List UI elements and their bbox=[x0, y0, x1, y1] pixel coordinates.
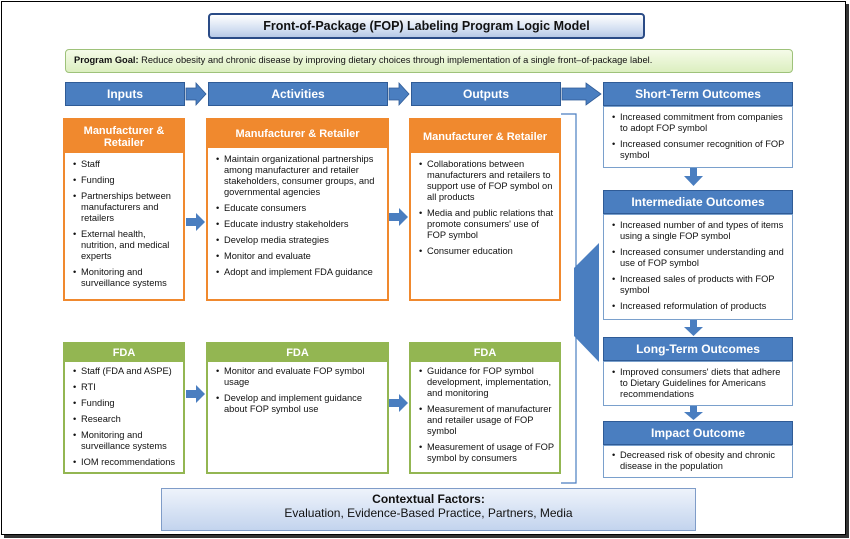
list-item: Monitor and evaluate FOP symbol usage bbox=[216, 366, 383, 388]
outputs-header: Outputs bbox=[411, 82, 561, 106]
list-item: Monitoring and surveillance systems bbox=[73, 267, 179, 289]
fda-inputs-list: Staff (FDA and ASPE) RTI FundingResearchMo… bbox=[65, 362, 183, 468]
list-item: Decreased risk of obesity and chronic di… bbox=[612, 450, 788, 472]
list-item: Increased number of and types of items u… bbox=[612, 220, 788, 242]
list-item: Educate consumers bbox=[216, 203, 383, 214]
list-item: Partnerships between manufacturers and r… bbox=[73, 191, 179, 224]
short-term-outcomes-list: Increased commitment from companies to a… bbox=[604, 107, 792, 161]
mfr-activities-header: Manufacturer & Retailer bbox=[208, 120, 387, 148]
list-item: Increased commitment from companies to a… bbox=[612, 112, 788, 134]
diagram-title: Front-of-Package (FOP) Labeling Program … bbox=[208, 13, 645, 39]
list-item: Staff (FDA and ASPE) bbox=[73, 366, 179, 377]
list-item: Funding bbox=[73, 175, 179, 186]
list-item: Maintain organizational partnerships amo… bbox=[216, 154, 383, 198]
long-term-outcomes-box: Improved consumers' diets that adhere to… bbox=[603, 361, 793, 406]
list-item: Educate industry stakeholders bbox=[216, 219, 383, 230]
list-item: IOM recommendations bbox=[73, 457, 179, 468]
activities-header: Activities bbox=[208, 82, 388, 106]
mfr-outputs-box: Manufacturer & Retailer Collaborations b… bbox=[409, 118, 561, 301]
frame-shadow bbox=[846, 4, 849, 538]
mfr-inputs-list: StaffFundingPartnerships between manufac… bbox=[65, 153, 183, 289]
fda-outputs-box: FDA Guidance for FOP symbol development,… bbox=[409, 342, 561, 474]
contextual-factors-header: Contextual Factors: bbox=[372, 492, 485, 506]
list-item: Increased reformulation of products bbox=[612, 301, 788, 312]
list-item: Monitor and evaluate bbox=[216, 251, 383, 262]
list-item: Improved consumers' diets that adhere to… bbox=[612, 367, 788, 400]
mfr-inputs-header: Manufacturer & Retailer bbox=[65, 120, 183, 153]
frame-shadow bbox=[4, 535, 849, 538]
list-item: Develop and implement guidance about FOP… bbox=[216, 393, 383, 415]
list-item: RTI bbox=[73, 382, 179, 393]
mfr-activities-box: Manufacturer & Retailer Maintain organiz… bbox=[206, 118, 389, 301]
list-item: Increased sales of products with FOP sym… bbox=[612, 274, 788, 296]
mfr-activities-list: Maintain organizational partnerships amo… bbox=[208, 148, 387, 278]
program-goal: Program Goal: Reduce obesity and chronic… bbox=[65, 49, 793, 73]
list-item: Collaborations between manufacturers and… bbox=[419, 159, 555, 203]
list-item: Guidance for FOP symbol development, imp… bbox=[419, 366, 555, 399]
intermediate-outcomes-box: Increased number of and types of items u… bbox=[603, 214, 793, 320]
list-item: External health, nutrition, and medical … bbox=[73, 229, 179, 262]
inputs-header: Inputs bbox=[65, 82, 185, 106]
fda-inputs-box: FDA Staff (FDA and ASPE) RTI FundingResear… bbox=[63, 342, 185, 474]
list-item: Adopt and implement FDA guidance bbox=[216, 267, 383, 278]
list-item: Consumer education bbox=[419, 246, 555, 257]
list-item: Develop media strategies bbox=[216, 235, 383, 246]
long-term-outcomes-list: Improved consumers' diets that adhere to… bbox=[604, 362, 792, 400]
intermediate-outcomes-header: Intermediate Outcomes bbox=[603, 190, 793, 214]
mfr-outputs-header: Manufacturer & Retailer bbox=[411, 120, 559, 153]
fda-inputs-header: FDA bbox=[65, 344, 183, 362]
fda-outputs-header: FDA bbox=[411, 344, 559, 362]
program-goal-label: Program Goal: bbox=[74, 55, 139, 65]
contextual-factors: Contextual Factors: Evaluation, Evidence… bbox=[161, 488, 696, 531]
list-item: Monitoring and surveillance systems bbox=[73, 430, 179, 452]
short-term-outcomes-header: Short-Term Outcomes bbox=[603, 82, 793, 106]
mfr-inputs-box: Manufacturer & Retailer StaffFundingPart… bbox=[63, 118, 185, 301]
impact-outcome-header: Impact Outcome bbox=[603, 421, 793, 445]
program-goal-text: Reduce obesity and chronic disease by im… bbox=[141, 55, 653, 65]
list-item: Research bbox=[73, 414, 179, 425]
impact-outcome-box: Decreased risk of obesity and chronic di… bbox=[603, 445, 793, 478]
short-term-outcomes-box: Increased commitment from companies to a… bbox=[603, 106, 793, 168]
intermediate-outcomes-list: Increased number of and types of items u… bbox=[604, 215, 792, 312]
list-item: Measurement of manufacturer and retailer… bbox=[419, 404, 555, 437]
list-item: Media and public relations that promote … bbox=[419, 208, 555, 241]
list-item: Funding bbox=[73, 398, 179, 409]
contextual-factors-text: Evaluation, Evidence-Based Practice, Par… bbox=[284, 506, 573, 520]
fda-activities-list: Monitor and evaluate FOP symbol usageDev… bbox=[208, 362, 387, 415]
list-item: Staff bbox=[73, 159, 179, 170]
mfr-outputs-list: Collaborations between manufacturers and… bbox=[411, 153, 559, 257]
list-item: Increased consumer recognition of FOP sy… bbox=[612, 139, 788, 161]
list-item: Measurement of usage of FOP symbol by co… bbox=[419, 442, 555, 464]
long-term-outcomes-header: Long-Term Outcomes bbox=[603, 337, 793, 361]
list-item: Increased consumer understanding and use… bbox=[612, 247, 788, 269]
fda-activities-header: FDA bbox=[208, 344, 387, 362]
fda-outputs-list: Guidance for FOP symbol development, imp… bbox=[411, 362, 559, 464]
impact-outcome-list: Decreased risk of obesity and chronic di… bbox=[604, 446, 792, 472]
fda-activities-box: FDA Monitor and evaluate FOP symbol usag… bbox=[206, 342, 389, 474]
